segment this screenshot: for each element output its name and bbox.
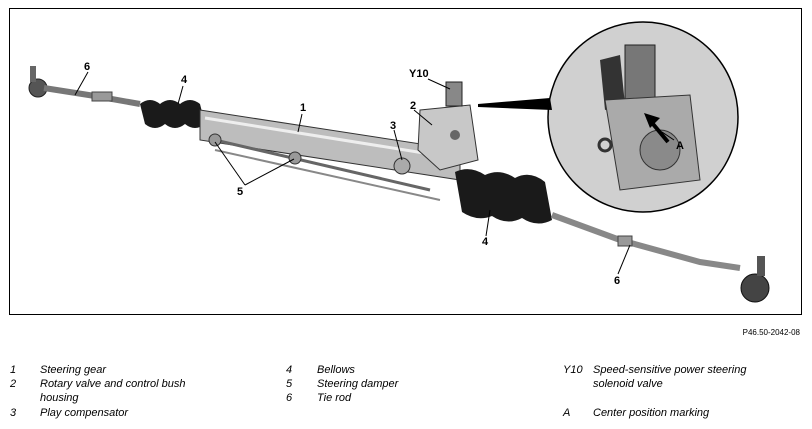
right-bellows bbox=[455, 169, 552, 224]
callout-6-left: 6 bbox=[84, 61, 91, 73]
legend-column-2: 4 Bellows 5 Steering damper 6 Tie rod bbox=[286, 364, 399, 404]
callout-a: A bbox=[676, 140, 684, 152]
detail-inset bbox=[547, 21, 739, 213]
callout-4-right: 4 bbox=[482, 236, 489, 248]
legend-column-1: 1 Steering gear 2 Rotary valve and contr… bbox=[10, 364, 186, 419]
callout-5: 5 bbox=[237, 186, 244, 198]
left-bellows bbox=[140, 100, 205, 128]
left-tie-rod bbox=[28, 66, 141, 107]
callout-y10: Y10 bbox=[409, 68, 429, 80]
callout-3: 3 bbox=[390, 120, 397, 132]
callout-6-right: 6 bbox=[614, 275, 621, 287]
right-tie-rod bbox=[550, 212, 770, 303]
legend-column-3: Y10 Speed-sensitive power steering solen… bbox=[563, 364, 747, 419]
inset-connector bbox=[478, 98, 552, 110]
valve-body bbox=[417, 81, 479, 171]
leader-lines bbox=[74, 71, 675, 275]
callout-4-left: 4 bbox=[181, 74, 188, 86]
callout-1: 1 bbox=[300, 102, 307, 114]
callout-2: 2 bbox=[410, 100, 417, 112]
figure-reference: P46.50-2042-08 bbox=[742, 328, 800, 337]
